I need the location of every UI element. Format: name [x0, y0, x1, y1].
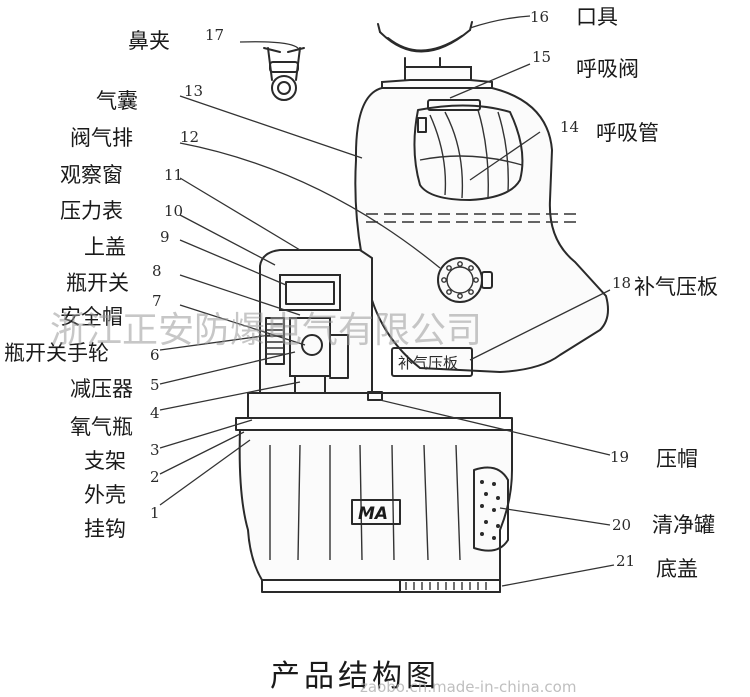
mouthpiece-part: [377, 21, 473, 69]
part-number: 19: [610, 448, 629, 466]
part-label: 底盖: [656, 557, 698, 581]
breathing-bag-part: 补气压板: [354, 87, 609, 377]
part-number: 21: [616, 552, 635, 570]
part-number: 1: [150, 504, 160, 522]
part-label: 口具: [576, 5, 618, 29]
part-number: 12: [180, 128, 199, 146]
part-number: 16: [530, 8, 549, 26]
part-label: 减压器: [70, 377, 133, 401]
part-number: 8: [152, 262, 162, 280]
part-number: 20: [612, 516, 631, 534]
ma-badge-text: MA: [358, 504, 388, 524]
part-number: 14: [560, 118, 579, 136]
device-illustration: 补气压板 MA: [235, 21, 609, 593]
part-number: 9: [160, 228, 170, 246]
part-number: 4: [150, 404, 160, 422]
part-label: 鼻夹: [128, 29, 170, 53]
part-number: 17: [205, 26, 224, 44]
part-label: 压力表: [60, 199, 123, 223]
part-number: 18: [612, 274, 631, 292]
part-label: 支架: [84, 449, 126, 473]
company-watermark: 浙江正安防爆电气有限公司: [50, 310, 482, 351]
part-number: 7: [152, 292, 162, 310]
part-label: 压帽: [656, 447, 698, 471]
exhaust-valve-holes: [441, 261, 479, 299]
leader-lines: [159, 15, 615, 587]
part-number: 15: [532, 48, 551, 66]
housing-upper: [235, 249, 513, 431]
part-label: 上盖: [84, 235, 126, 259]
part-number: 13: [184, 82, 203, 100]
part-number: 3: [150, 441, 160, 459]
part-label: 清净罐: [652, 513, 715, 537]
part-label: 阀气排: [70, 126, 133, 150]
nose-clip-part: [263, 47, 305, 101]
part-number: 5: [150, 376, 160, 394]
part-label: 补气压板: [634, 275, 718, 299]
part-label: 氧气瓶: [70, 415, 133, 439]
part-label: 安全帽: [60, 305, 123, 329]
part-label: 瓶开关手轮: [4, 341, 109, 365]
plate-text: 补气压板: [398, 354, 458, 372]
part-number: 11: [164, 166, 183, 184]
part-numbers: 1 2 3 4 5 6 7 8 9 10 11 12 13 14 15 16 1…: [150, 8, 635, 570]
part-number: 2: [150, 468, 160, 486]
part-label: 外壳: [84, 483, 126, 507]
part-number: 6: [150, 346, 160, 364]
part-label: 瓶开关: [66, 271, 129, 295]
canister-grille-dots: [480, 480, 500, 540]
part-label: 呼吸管: [596, 121, 659, 145]
part-labels: 挂钩 外壳 支架 氧气瓶 减压器 瓶开关手轮 安全帽 瓶开关 上盖 压力表 观察…: [4, 5, 718, 581]
diagram-caption: 产品结构图: [270, 659, 440, 694]
part-label: 呼吸阀: [576, 57, 639, 81]
part-label: 观察窗: [60, 163, 123, 187]
part-label: 气囊: [96, 89, 138, 113]
part-label: 挂钩: [84, 517, 126, 541]
housing-lower: MA: [238, 429, 513, 593]
footer-watermark: zaobo.cn.made-in-china.com: [360, 678, 576, 696]
part-number: 10: [164, 202, 183, 220]
